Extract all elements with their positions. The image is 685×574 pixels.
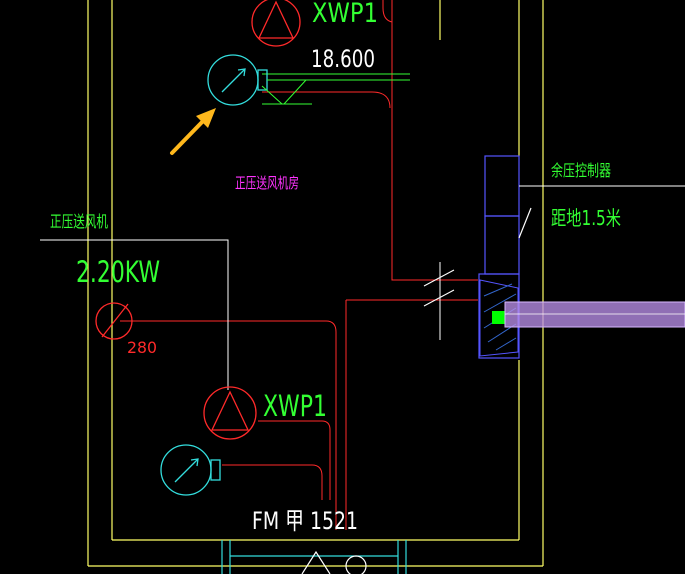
room-name: 正压送风机房 [235, 174, 299, 192]
fan-bottom-code: XWP1 [263, 389, 327, 423]
yellow-arrow-icon [170, 108, 216, 155]
break-marks [423, 262, 455, 340]
controller-panel [484, 155, 532, 275]
duct [504, 301, 685, 328]
controller-height: 距地1.5米 [551, 206, 621, 230]
controller-name: 余压控制器 [551, 161, 611, 180]
fan-triangle-icon [251, 0, 301, 47]
fire-damper: 280 [95, 302, 157, 357]
pressure-gauge-icon [207, 54, 268, 106]
top-fan: XWP1 18.600 [251, 0, 410, 75]
fan-triangle-icon-2 [203, 386, 257, 440]
door-opening [221, 540, 407, 574]
duct-connection [478, 273, 685, 359]
green-indicator [492, 311, 505, 324]
bottom-fan: XWP1 [203, 386, 327, 440]
gauge-leaders [261, 79, 410, 105]
fan-power: 2.20KW [76, 255, 160, 289]
walls [87, 0, 544, 567]
pipes [120, 0, 478, 530]
pressure-gauge-icon-2 [160, 444, 221, 496]
fan-top-code: XWP1 [312, 0, 378, 29]
door-label: FM 甲 1521 [252, 507, 358, 535]
elevation-label: 18.600 [311, 45, 375, 73]
fire-damper-icon [95, 302, 133, 340]
damper-size: 280 [127, 338, 157, 357]
fan-title: 正压送风机 [50, 212, 108, 231]
top-gauge [207, 54, 410, 106]
fan-annotation: 正压送风机 2.20KW [40, 212, 229, 390]
